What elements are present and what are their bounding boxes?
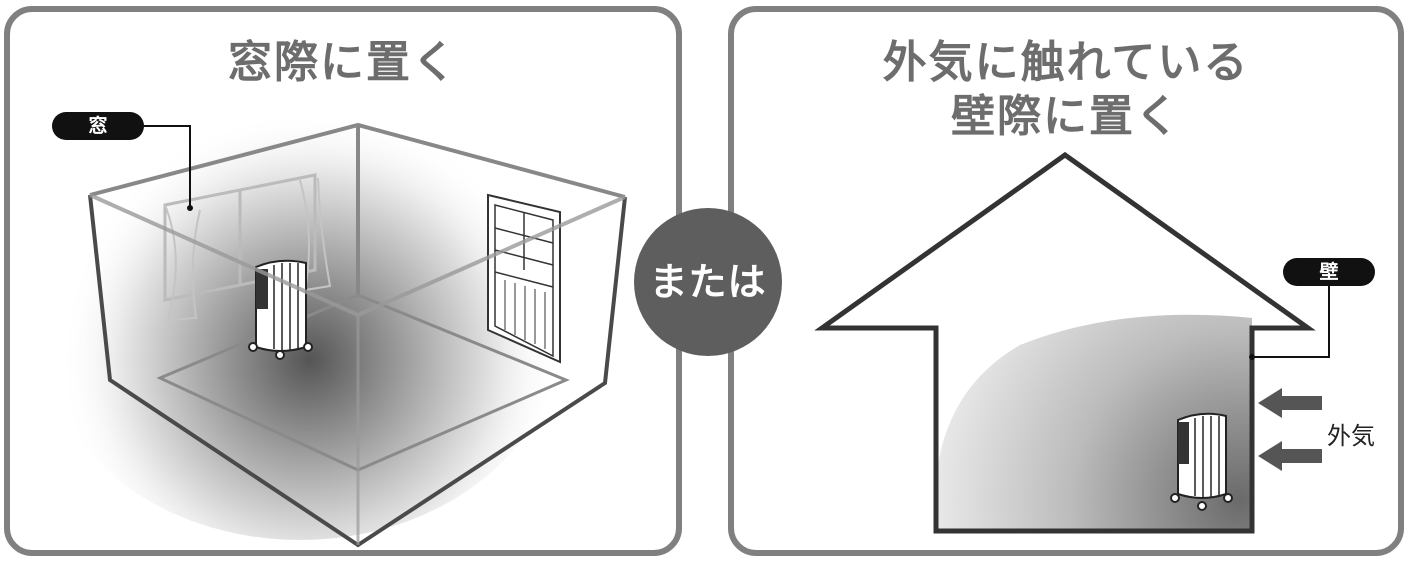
window-tag: 窓	[52, 112, 144, 140]
window-leader-line	[144, 125, 191, 208]
room-top-left-edge	[89, 193, 359, 317]
outer-wall-title: 外気に触れている 壁際に置く	[734, 36, 1398, 144]
outer-wall-title-line2: 壁際に置く	[951, 91, 1181, 142]
wall-tag: 壁	[1283, 258, 1375, 286]
outer-wall-title-line1: 外気に触れている	[882, 37, 1250, 88]
room-top-right-edge	[357, 195, 626, 317]
heat-spread-wall	[934, 314, 1252, 531]
house-icon	[814, 151, 1316, 534]
wall-leader-line	[1252, 285, 1330, 358]
room-illustration	[40, 120, 627, 548]
oil-heater-icon	[248, 259, 313, 360]
oil-heater-icon	[1170, 412, 1233, 511]
outside-air-label: 外気	[1327, 422, 1375, 450]
or-circle: または	[634, 208, 782, 356]
arrow-left-icon	[1258, 441, 1322, 471]
window-side-title: 窓際に置く	[228, 37, 458, 88]
arrow-left-icon	[1258, 388, 1322, 418]
house-illustration	[814, 151, 1330, 534]
